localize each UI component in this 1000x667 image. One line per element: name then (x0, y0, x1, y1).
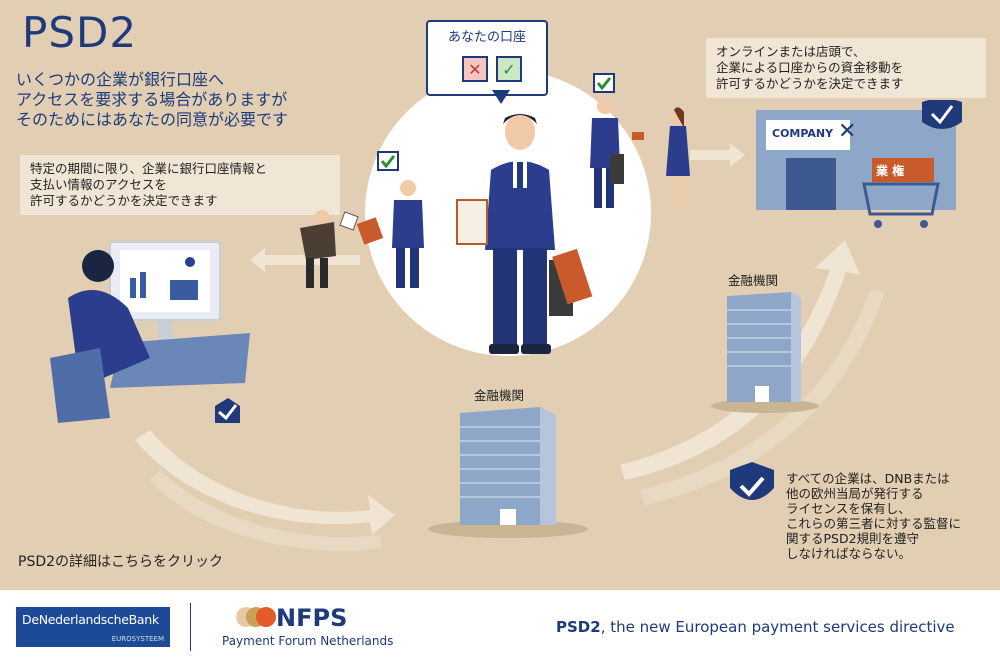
note-account-line-2: 支払い情報のアクセスを (30, 177, 167, 192)
note-supervision-line-1: すべての企業は、DNBまたは (786, 471, 950, 486)
note-supervision-line-4: これらの第三者に対する監督に (786, 516, 962, 531)
intro-text: いくつかの企業が銀行口座へ アクセスを要求する場合がありますが そのためにはあな… (16, 70, 376, 130)
dnb-name: DeNederlandscheBank (22, 612, 159, 627)
nfps-logo-text[interactable]: NFPS (276, 604, 348, 632)
computer-user-icon (50, 241, 250, 423)
footer-divider (190, 603, 191, 651)
intro-line-2: アクセスを要求する場合がありますが (16, 90, 288, 109)
approve-icon[interactable]: ✓ (496, 56, 522, 82)
note-payments-line-3: 許可するかどうかを決定できます (716, 76, 904, 91)
dnb-logo[interactable]: DeNederlandscheBank EUROSYSTEEM (16, 607, 170, 647)
arrow-left (250, 248, 360, 272)
note-account-access: 特定の期間に限り、企業に銀行口座情報と 支払い情報のアクセスを 許可するかどうか… (20, 155, 340, 215)
deny-icon[interactable]: ✕ (462, 56, 488, 82)
tagline-rest: , the new European payment services dire… (600, 618, 955, 636)
company-sign: COMPANY (772, 127, 834, 140)
bank-label-center: 金融機関 (474, 388, 525, 403)
footer-tagline: PSD2, the new European payment services … (556, 618, 955, 636)
note-supervision-line-3: ライセンスを保有し、 (786, 501, 911, 516)
note-supervision-line-5: 関するPSD2規則を遵守 (786, 531, 920, 546)
company-store-icon (756, 100, 962, 228)
note-supervision: すべての企業は、DNBまたは 他の欧州当局が発行する ライセンスを保有し、 これ… (786, 471, 961, 561)
flow-arrows (135, 143, 885, 551)
bank-label-right: 金融機関 (728, 273, 779, 288)
customer-figure-icon (456, 114, 593, 354)
shopping-couple-icon (590, 73, 690, 208)
consent-bubble: あなたの口座 ✕ ✓ (426, 20, 548, 96)
shop-sign: 業 権 (876, 164, 905, 178)
arrow-right-up (620, 240, 860, 480)
arrow-right (690, 143, 745, 167)
note-payments: オンラインまたは店頭で、 企業による口座からの資金移動を 許可するかどうかを決定… (706, 38, 986, 98)
dnb-sub: EUROSYSTEEM (111, 635, 164, 643)
note-account-line-3: 許可するかどうかを決定できます (30, 193, 218, 208)
note-supervision-line-6: しなければならない。 (786, 546, 912, 561)
note-account-line-1: 特定の期間に限り、企業に銀行口座情報と (30, 161, 268, 176)
note-payments-line-1: オンラインまたは店頭で、 (716, 44, 866, 59)
psd2-more-info-link[interactable]: PSD2の詳細はこちらをクリック (18, 554, 224, 570)
note-supervision-line-2: 他の欧州当局が発行する (786, 486, 924, 501)
infographic: PSD2 いくつかの企業が銀行口座へ アクセスを要求する場合がありますが そのた… (0, 0, 1000, 590)
tagline-bold: PSD2 (556, 618, 601, 636)
page-title: PSD2 (22, 8, 138, 57)
bank-building-center-icon (428, 407, 588, 538)
note-payments-line-2: 企業による口座からの資金移動を (716, 60, 904, 75)
arrow-left-bottom (135, 430, 395, 535)
company-x-icon: ✕ (838, 119, 857, 144)
consent-bubble-tail (492, 90, 510, 104)
bank-building-right-icon (711, 292, 819, 413)
nfps-subtitle: Payment Forum Netherlands (222, 634, 394, 648)
shield-check-icon (730, 462, 774, 500)
account-access-figures-icon (300, 151, 424, 288)
nfps-coins-icon (236, 607, 276, 627)
intro-line-3: そのためにはあなたの同意が必要です (16, 110, 289, 129)
intro-line-1: いくつかの企業が銀行口座へ (16, 70, 225, 89)
consent-bubble-title: あなたの口座 (447, 30, 526, 45)
